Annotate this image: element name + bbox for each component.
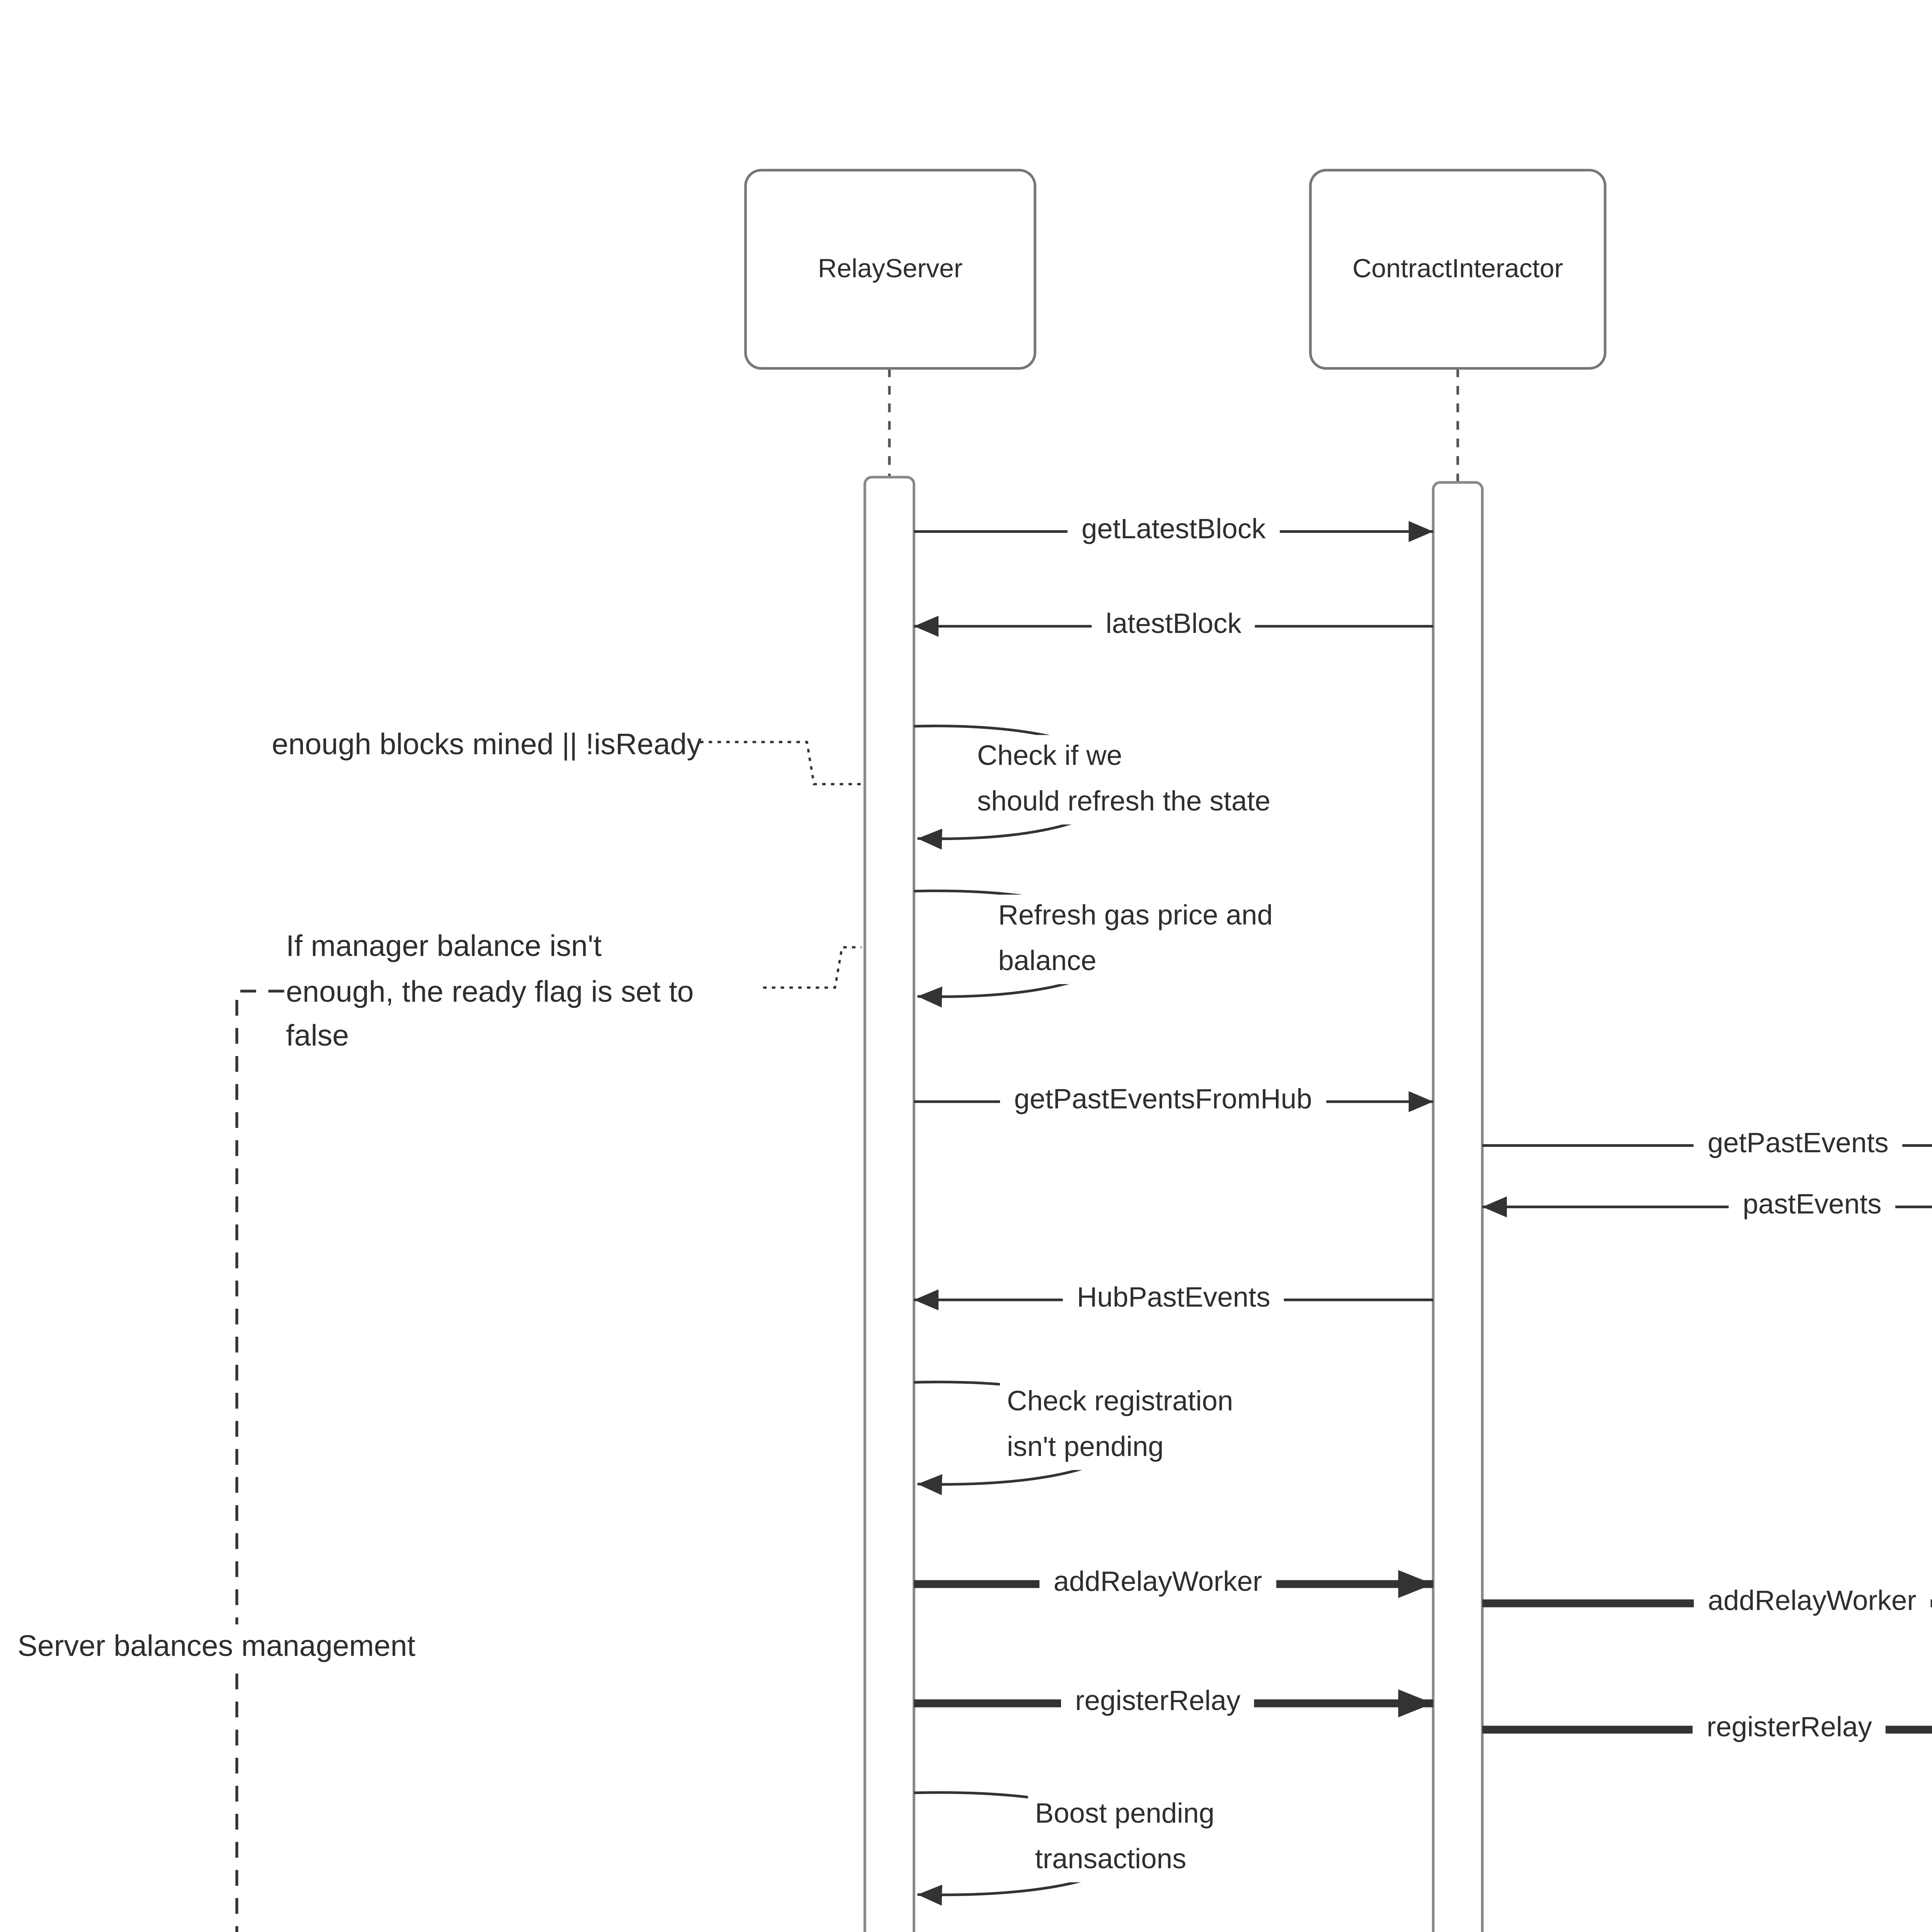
message-getlatestblock: getLatestBlock <box>1067 512 1280 551</box>
selfmsg-check-registration: Check registration isn't pending <box>1000 1380 1240 1471</box>
participant-boxes <box>744 168 1607 370</box>
connector-manager-balance <box>763 946 862 989</box>
message-registerrelay-2: registerRelay <box>1692 1710 1886 1750</box>
message-addrelayworker-2: addRelayWorker <box>1694 1583 1930 1623</box>
message-pastevents: pastEvents <box>1728 1187 1896 1227</box>
participant-relayserver: RelayServer <box>818 254 963 284</box>
selfmsg-boost-pending: Boost pending transactions <box>1028 1793 1222 1883</box>
activation-contractinteractor <box>1432 481 1484 1932</box>
message-latestblock: latestBlock <box>1092 606 1256 646</box>
message-getpastevents: getPastEvents <box>1693 1126 1903 1165</box>
note-connectors <box>700 741 862 989</box>
participant-box-contractinteractor <box>1309 168 1607 370</box>
note-manager-balance: If manager balance isn't enough, the rea… <box>286 930 694 1053</box>
selfmsg-check-refresh: Check if we should refresh the state <box>970 735 1278 825</box>
connector-enough-blocks <box>700 741 862 786</box>
message-hubpastevents: HubPastEvents <box>1063 1280 1284 1320</box>
note-server-balances-management: Server balances management <box>10 1624 423 1670</box>
selfmsg-refresh-gas: Refresh gas price and balance <box>991 895 1280 985</box>
participant-box-relayserver <box>744 168 1036 370</box>
participant-contractinteractor: ContractInteractor <box>1352 254 1563 284</box>
message-addrelayworker-1: addRelayWorker <box>1039 1564 1276 1604</box>
note-enough-blocks: enough blocks mined || !isReady <box>272 728 702 762</box>
message-getpasteventsfromhub: getPastEventsFromHub <box>1000 1082 1326 1121</box>
message-registerrelay-1: registerRelay <box>1061 1684 1255 1723</box>
activation-bars <box>863 476 1484 1932</box>
group-bracket <box>235 990 284 1932</box>
activation-relayserver <box>863 476 915 1932</box>
